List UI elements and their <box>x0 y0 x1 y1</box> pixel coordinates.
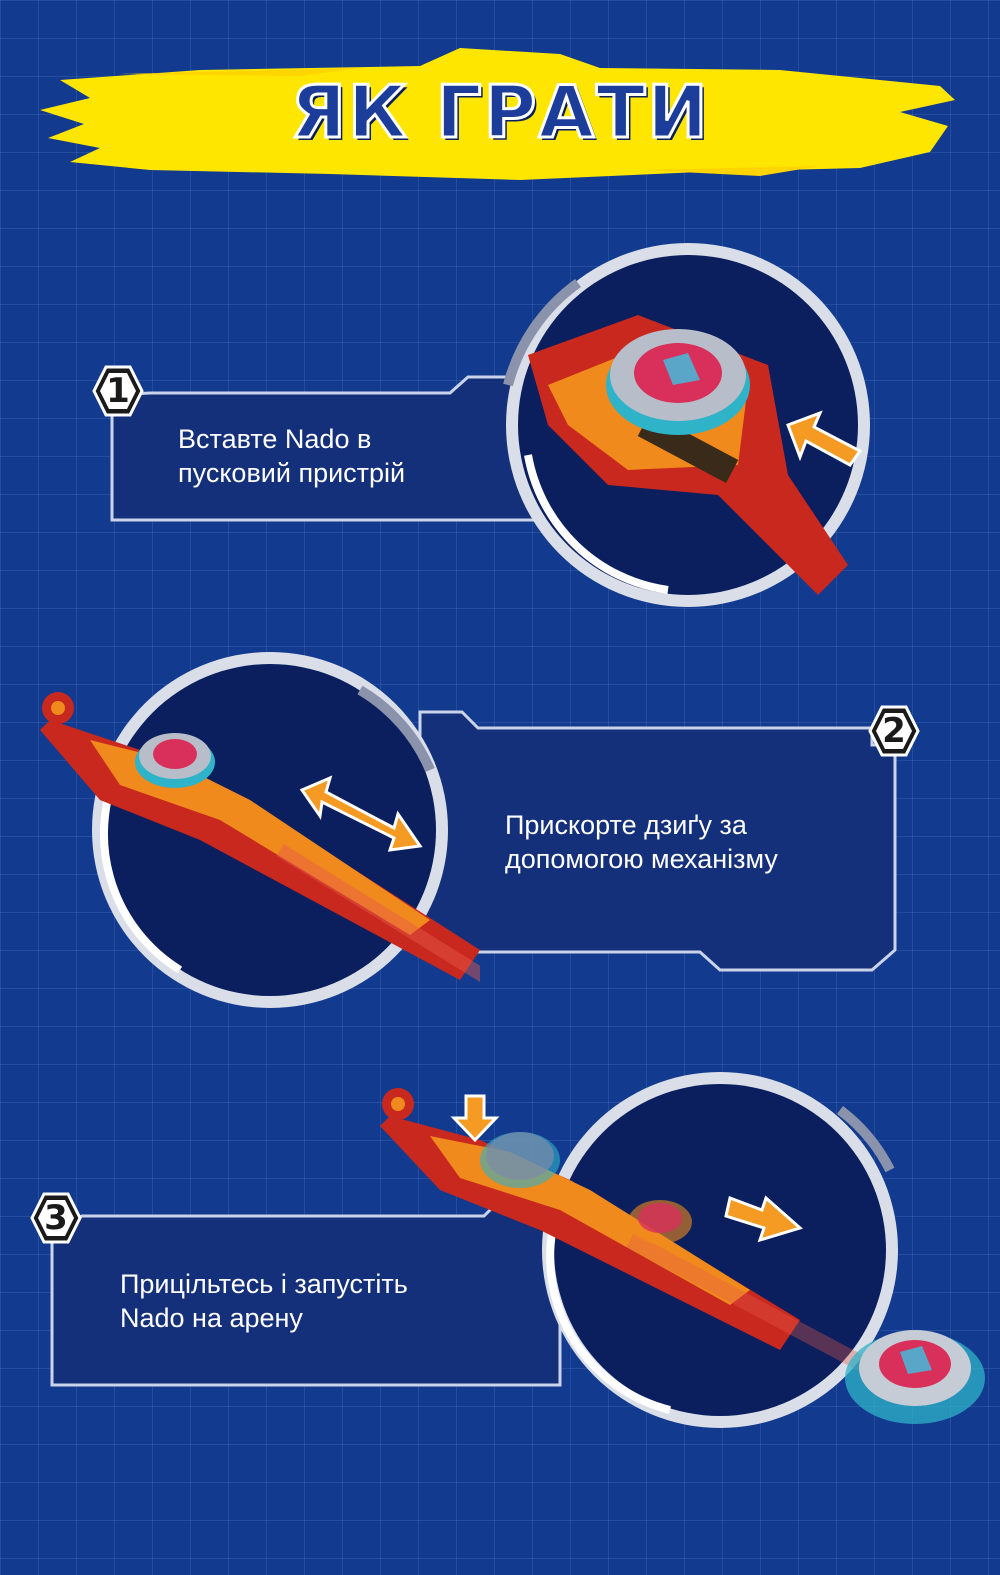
spinning-top-icon <box>606 329 750 435</box>
spinning-top-icon <box>135 733 215 788</box>
hexagon-badge-icon <box>30 1192 82 1244</box>
header-banner: ЯК ГРАТИ <box>0 40 1000 190</box>
step-1: 1 Вставте Nado в пусковий пристрій <box>0 235 1000 615</box>
step-1-number: 1 <box>106 371 130 411</box>
step-3-line-2: Nado на арену <box>120 1303 303 1333</box>
step-3-text: Прицільтесь і запустіть Nado на арену <box>120 1267 408 1335</box>
hexagon-badge-icon <box>868 705 920 757</box>
launched-top-icon <box>845 1330 985 1424</box>
step-2-line-1: Прискорте дзиґу за <box>505 810 747 840</box>
step-2-illustration <box>30 650 494 1035</box>
launch-arrow-icon <box>724 1195 804 1243</box>
step-2: 2 Прискорте дзиґу за допомогою механізму <box>0 650 1000 1030</box>
insert-top-arrow-icon <box>786 410 863 467</box>
step-2-line-2: допомогою механізму <box>505 844 778 874</box>
step-3-illustration <box>370 1060 1000 1525</box>
step-1-illustration <box>488 235 888 620</box>
step-2-number: 2 <box>882 711 906 751</box>
press-button-arrow-icon <box>450 1094 500 1143</box>
step-1-badge: 1 <box>92 365 144 417</box>
step-2-text: Прискорте дзиґу за допомогою механізму <box>505 808 778 876</box>
step-1-line-2: пусковий пристрій <box>178 458 406 488</box>
page-title: ЯК ГРАТИ <box>289 69 710 156</box>
step-3-number: 3 <box>44 1198 68 1238</box>
step-1-line-1: Вставте Nado в <box>178 424 372 454</box>
spinning-top-icon <box>480 1132 692 1244</box>
yellow-brush-stroke <box>40 48 955 180</box>
step-2-frame <box>418 710 897 972</box>
step-2-badge: 2 <box>868 705 920 757</box>
double-arrow-icon <box>299 775 423 852</box>
step-3: 3 Прицільтесь і запустіть Nado на арену <box>0 1060 1000 1520</box>
step-1-text: Вставте Nado в пусковий пристрій <box>178 422 405 490</box>
step-3-badge: 3 <box>30 1192 82 1244</box>
launcher-body <box>40 692 494 986</box>
hexagon-badge-icon <box>92 365 144 417</box>
step-3-line-1: Прицільтесь і запустіть <box>120 1269 408 1299</box>
